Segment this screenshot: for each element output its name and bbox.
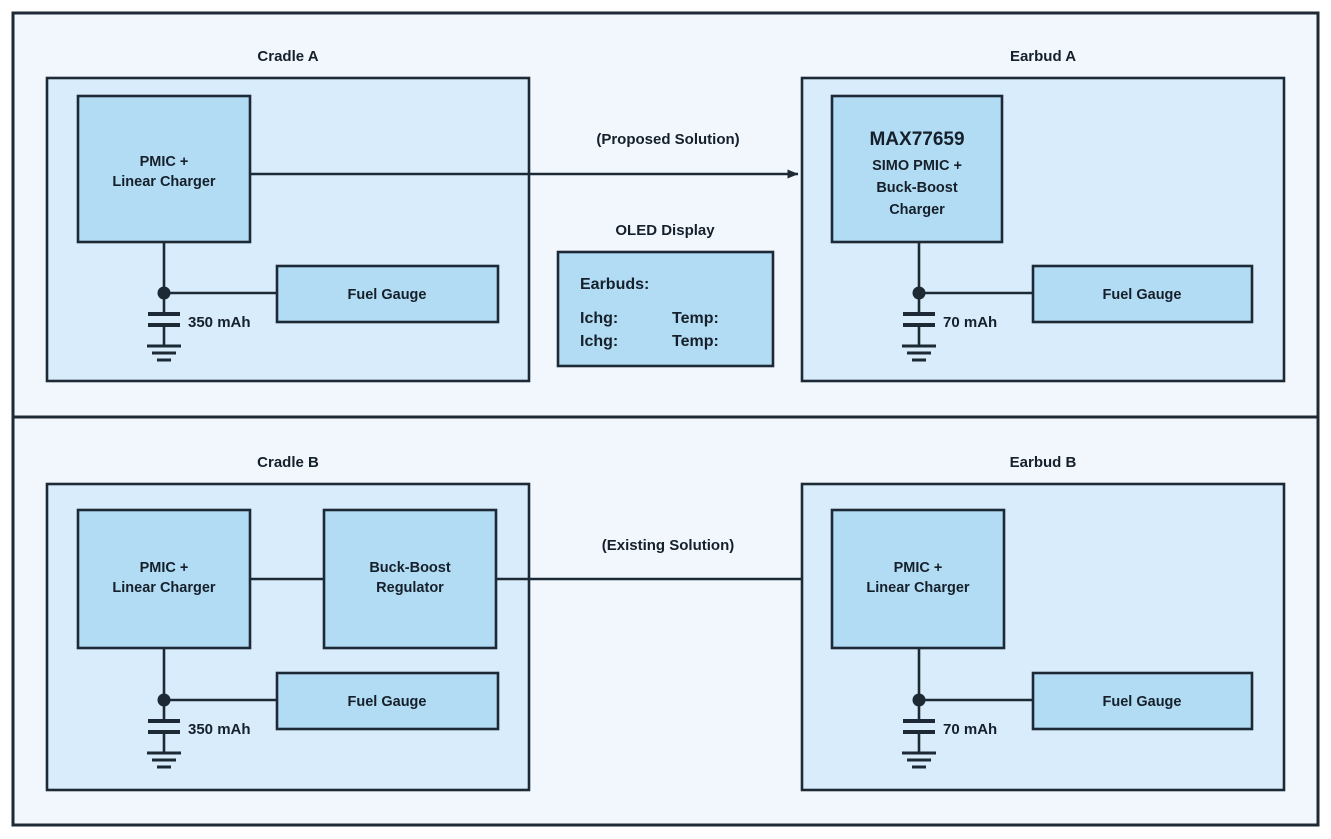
panel-title-earbud-b: Earbud B	[1010, 454, 1077, 471]
block-label-cradle-b-buck-boost-line2: Regulator	[376, 580, 444, 596]
block-label-earbud-a-fuel-gauge: Fuel Gauge	[1103, 287, 1182, 303]
block-label-cradle-a-pmic-line1: PMIC +	[140, 154, 189, 170]
block-label-earbud-a-line4: Charger	[889, 202, 945, 218]
battery-capacity-cradle-a: 350 mAh	[188, 314, 251, 331]
panel-title-cradle-b: Cradle B	[257, 454, 319, 471]
block-label-earbud-a-line2: SIMO PMIC +	[872, 158, 962, 174]
panel-title-earbud-a: Earbud A	[1010, 48, 1076, 65]
battery-capacity-earbud-a: 70 mAh	[943, 314, 997, 331]
block-oled-display	[556, 250, 775, 368]
oled-row2-temp: Temp:	[672, 333, 719, 350]
block-label-cradle-b-pmic-line2: Linear Charger	[112, 580, 215, 596]
block-label-earbud-b-pmic-line2: Linear Charger	[866, 580, 969, 596]
block-label-earbud-b-pmic-line1: PMIC +	[894, 560, 943, 576]
block-earbud-a-simo-pmic	[830, 94, 1004, 244]
block-label-cradle-b-fuel-gauge: Fuel Gauge	[348, 694, 427, 710]
battery-capacity-cradle-b: 350 mAh	[188, 721, 251, 738]
oled-line-earbuds: Earbuds:	[580, 276, 649, 293]
block-cradle-b-pmic	[76, 508, 252, 650]
block-cradle-b-fuel-gauge	[275, 671, 500, 731]
edge-label-existing-solution: (Existing Solution)	[602, 537, 735, 554]
edge-label-proposed-solution: (Proposed Solution)	[596, 131, 739, 148]
oled-row1-temp: Temp:	[672, 310, 719, 327]
oled-row1-ichg: Ichg:	[580, 310, 618, 327]
block-earbud-b-fuel-gauge	[1031, 671, 1254, 731]
block-label-cradle-a-pmic-line2: Linear Charger	[112, 174, 215, 190]
block-earbud-a-fuel-gauge	[1031, 264, 1254, 324]
block-label-cradle-b-buck-boost-line1: Buck-Boost	[369, 560, 451, 576]
block-cradle-b-buck-boost	[322, 508, 498, 650]
block-label-cradle-b-pmic-line1: PMIC +	[140, 560, 189, 576]
oled-row2-ichg: Ichg:	[580, 333, 618, 350]
block-label-earbud-a-part-number: MAX77659	[869, 129, 964, 150]
block-label-earbud-a-line3: Buck-Boost	[876, 180, 958, 196]
panel-title-cradle-a: Cradle A	[257, 48, 318, 65]
oled-display-title: OLED Display	[615, 222, 715, 239]
battery-capacity-earbud-b: 70 mAh	[943, 721, 997, 738]
block-cradle-a-fuel-gauge	[275, 264, 500, 324]
block-label-cradle-a-fuel-gauge: Fuel Gauge	[348, 287, 427, 303]
block-earbud-b-pmic	[830, 508, 1006, 650]
block-cradle-a-pmic	[76, 94, 252, 244]
block-label-earbud-b-fuel-gauge: Fuel Gauge	[1103, 694, 1182, 710]
